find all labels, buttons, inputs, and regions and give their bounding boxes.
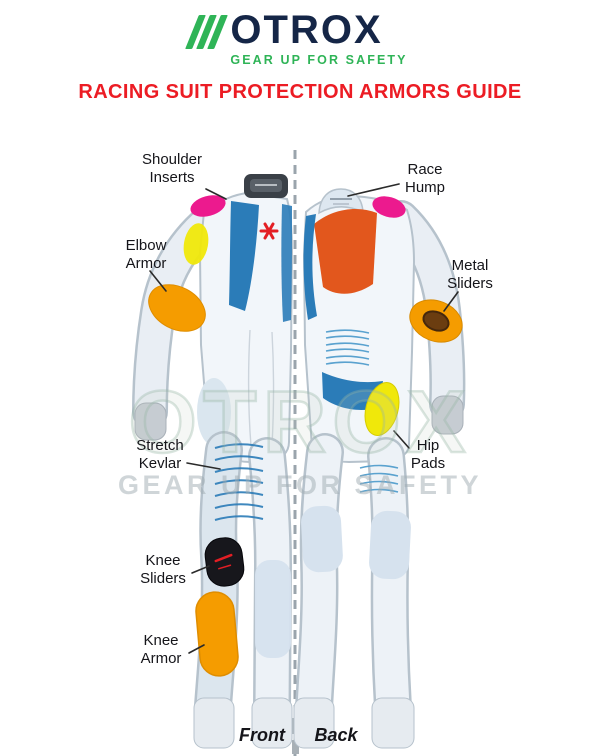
label-line2: Sliders — [447, 275, 493, 293]
front-seam-lines — [247, 329, 275, 447]
back-thigh-hatch-lines — [359, 464, 399, 493]
label-line2: Kevlar — [138, 455, 182, 473]
back-suit — [293, 188, 466, 749]
divider-bottom-dash — [292, 740, 299, 754]
pointer-shoulder-inserts — [205, 188, 227, 200]
label-shoulder-inserts: Shoulder Inserts — [120, 151, 224, 188]
front-suit — [132, 174, 294, 749]
label-line1: Knee — [143, 632, 179, 649]
label-line1: Race — [407, 161, 443, 178]
header: OTROX GEAR UP FOR SAFETY RACING SUIT PRO… — [0, 0, 600, 104]
back-right-boot — [371, 697, 415, 749]
label-elbow-armor: Elbow Armor — [100, 237, 192, 274]
label-knee-armor: Knee Armor — [114, 632, 208, 669]
annotation-pointer-lines — [149, 183, 459, 654]
label-line2: Armor — [125, 255, 167, 273]
front-side-blue-panel — [281, 204, 292, 322]
brand-tagline: GEAR UP FOR SAFETY — [230, 53, 408, 67]
label-line2: Inserts — [149, 169, 195, 187]
front-right-boot — [251, 697, 293, 749]
pointer-race-hump — [347, 183, 400, 197]
page-title: RACING SUIT PROTECTION ARMORS GUIDE — [78, 81, 522, 103]
pointer-hip-pads — [393, 430, 410, 449]
label-metal-sliders: Metal Sliders — [424, 257, 516, 294]
front-chest-yellow-patch — [183, 223, 209, 265]
label-line1: Hip — [416, 437, 440, 454]
label-knee-sliders: Knee Sliders — [116, 552, 210, 589]
label-line2: Hump — [404, 179, 445, 197]
label-line1: Shoulder — [141, 151, 203, 168]
label-line1: Metal — [451, 257, 489, 274]
hip-pad-shape — [364, 382, 400, 436]
stretch-kevlar-lines — [214, 443, 264, 521]
metal-slider-pad — [409, 299, 463, 343]
label-line2: Pads — [410, 455, 446, 473]
front-chest-blue-sash — [229, 201, 259, 311]
label-line1: Elbow — [125, 237, 167, 254]
brand-logo-text: OTROX GEAR UP FOR SAFETY — [230, 10, 407, 67]
back-upper-panel — [314, 208, 377, 294]
back-shoulder-insert-pad — [372, 196, 406, 218]
chest-logo-star-icon — [259, 222, 279, 240]
back-side-blue-band — [303, 214, 317, 320]
label-line2: Sliders — [140, 570, 186, 588]
front-view-label: Front — [239, 725, 285, 745]
pointer-metal-sliders — [443, 291, 459, 312]
label-line2: Armor — [140, 650, 182, 668]
back-right-knee-panel — [369, 510, 411, 580]
front-glove — [134, 402, 167, 441]
label-line1: Knee — [145, 552, 181, 569]
brand-logo-mark-icon — [185, 15, 229, 49]
back-view-label: Back — [314, 725, 358, 745]
pointer-stretch-kevlar — [186, 462, 221, 470]
race-hump-marks — [330, 198, 352, 205]
label-race-hump: Race Hump — [382, 161, 468, 198]
pointer-knee-sliders — [191, 565, 210, 574]
back-left-knee-panel — [301, 505, 343, 573]
back-stretch-lines — [325, 329, 370, 366]
shoulder-insert-pad — [190, 195, 226, 217]
pointer-elbow-armor — [149, 270, 167, 292]
label-line1: Stretch — [136, 437, 184, 454]
label-stretch-kevlar: Stretch Kevlar — [112, 437, 208, 474]
knee-slider-shape — [204, 537, 245, 587]
front-shin-panel — [255, 560, 291, 658]
back-glove — [431, 395, 464, 435]
brand-logo: OTROX GEAR UP FOR SAFETY — [185, 10, 407, 67]
knee-armor-pad — [195, 591, 239, 677]
elbow-armor-pad — [148, 284, 206, 332]
brand-name: OTROX — [230, 8, 383, 52]
front-left-boot — [193, 697, 235, 749]
label-hip-pads: Hip Pads — [390, 437, 466, 474]
pointer-knee-armor — [188, 644, 205, 654]
back-left-boot — [293, 697, 335, 749]
